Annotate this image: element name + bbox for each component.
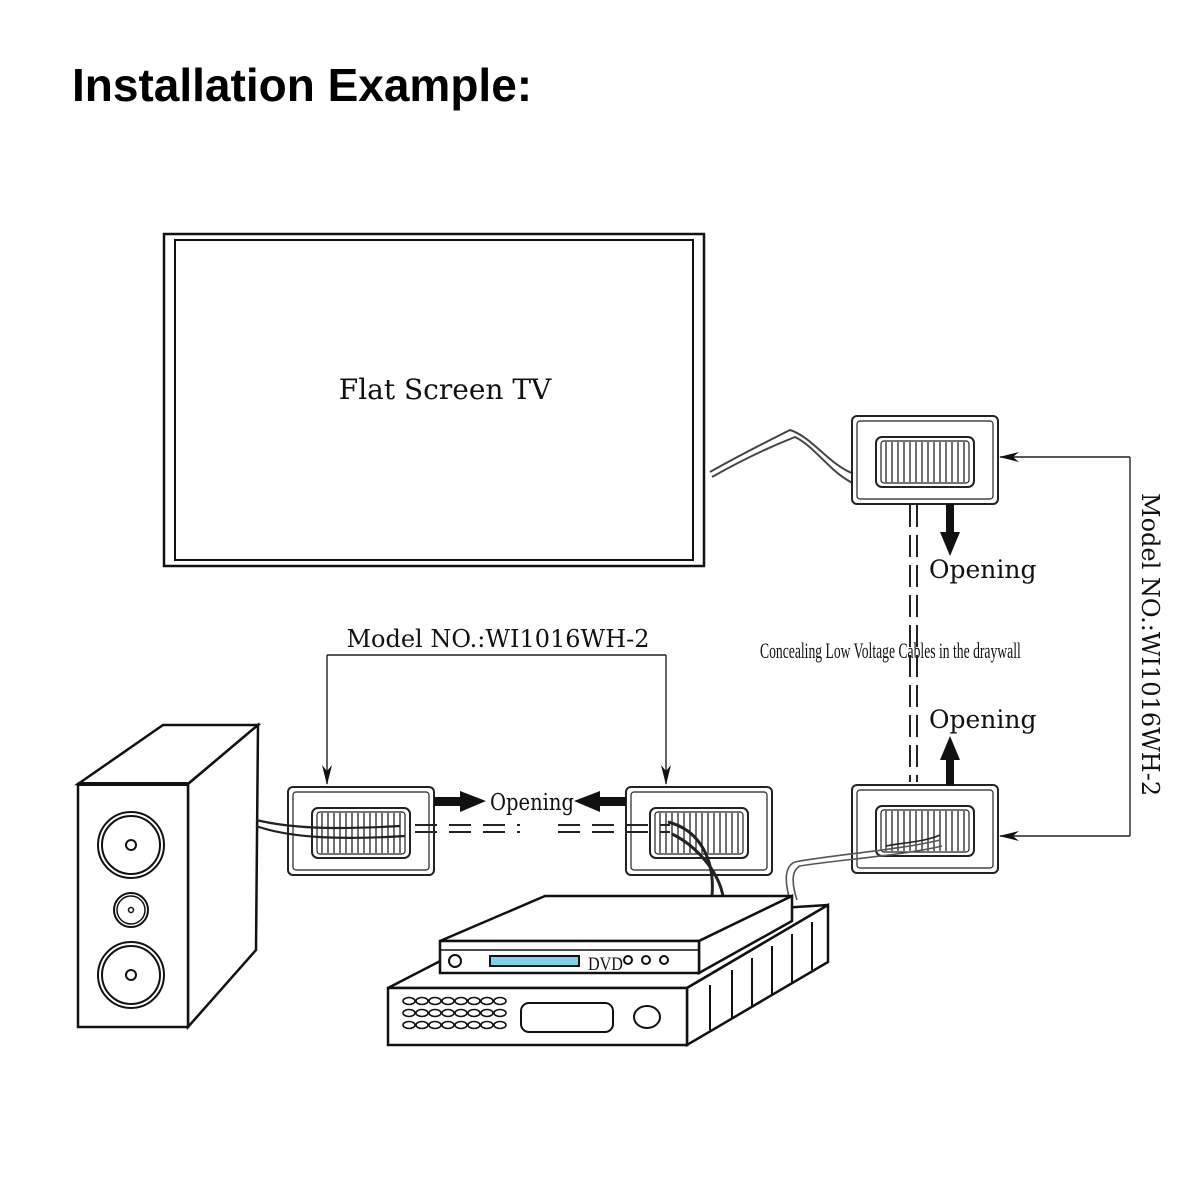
vertical-conduit	[909, 505, 918, 782]
opening-label-middle: Opening	[490, 790, 574, 817]
opening-arrow-left	[574, 791, 626, 812]
opening-arrow-up	[940, 736, 960, 786]
opening-arrow-right	[434, 791, 486, 812]
opening-label-top: Opening	[929, 555, 1037, 584]
model-bracket-vertical	[999, 452, 1131, 841]
receiver-cable	[785, 839, 943, 901]
speaker-cable	[255, 818, 406, 839]
concealing-label: Concealing Low Voltage Cables in the dra…	[760, 639, 1021, 663]
tv-label: Flat Screen TV	[339, 373, 552, 406]
flat-screen-tv: Flat Screen TV	[162, 232, 706, 568]
dvd-display	[489, 955, 580, 967]
dvd-cable	[667, 820, 725, 897]
wall-plate-tv	[851, 415, 999, 505]
model-label-horizontal: Model NO.:WI1016WH-2	[346, 625, 649, 653]
av-right-cable-end	[885, 834, 941, 847]
horizontal-conduit	[415, 824, 670, 833]
wall-plate-speaker	[287, 786, 435, 876]
model-bracket-horizontal	[322, 654, 671, 785]
page-title: Installation Example:	[72, 59, 533, 111]
opening-arrow-down	[940, 504, 960, 556]
speaker	[74, 722, 262, 1031]
wall-plate-av-right	[851, 784, 999, 874]
model-label-vertical: Model NO.:WI1016WH-2	[1136, 493, 1164, 796]
dvd-brand-label: DVD	[588, 953, 623, 975]
dvd-player	[438, 894, 794, 976]
opening-label-bottom: Opening	[929, 705, 1037, 734]
